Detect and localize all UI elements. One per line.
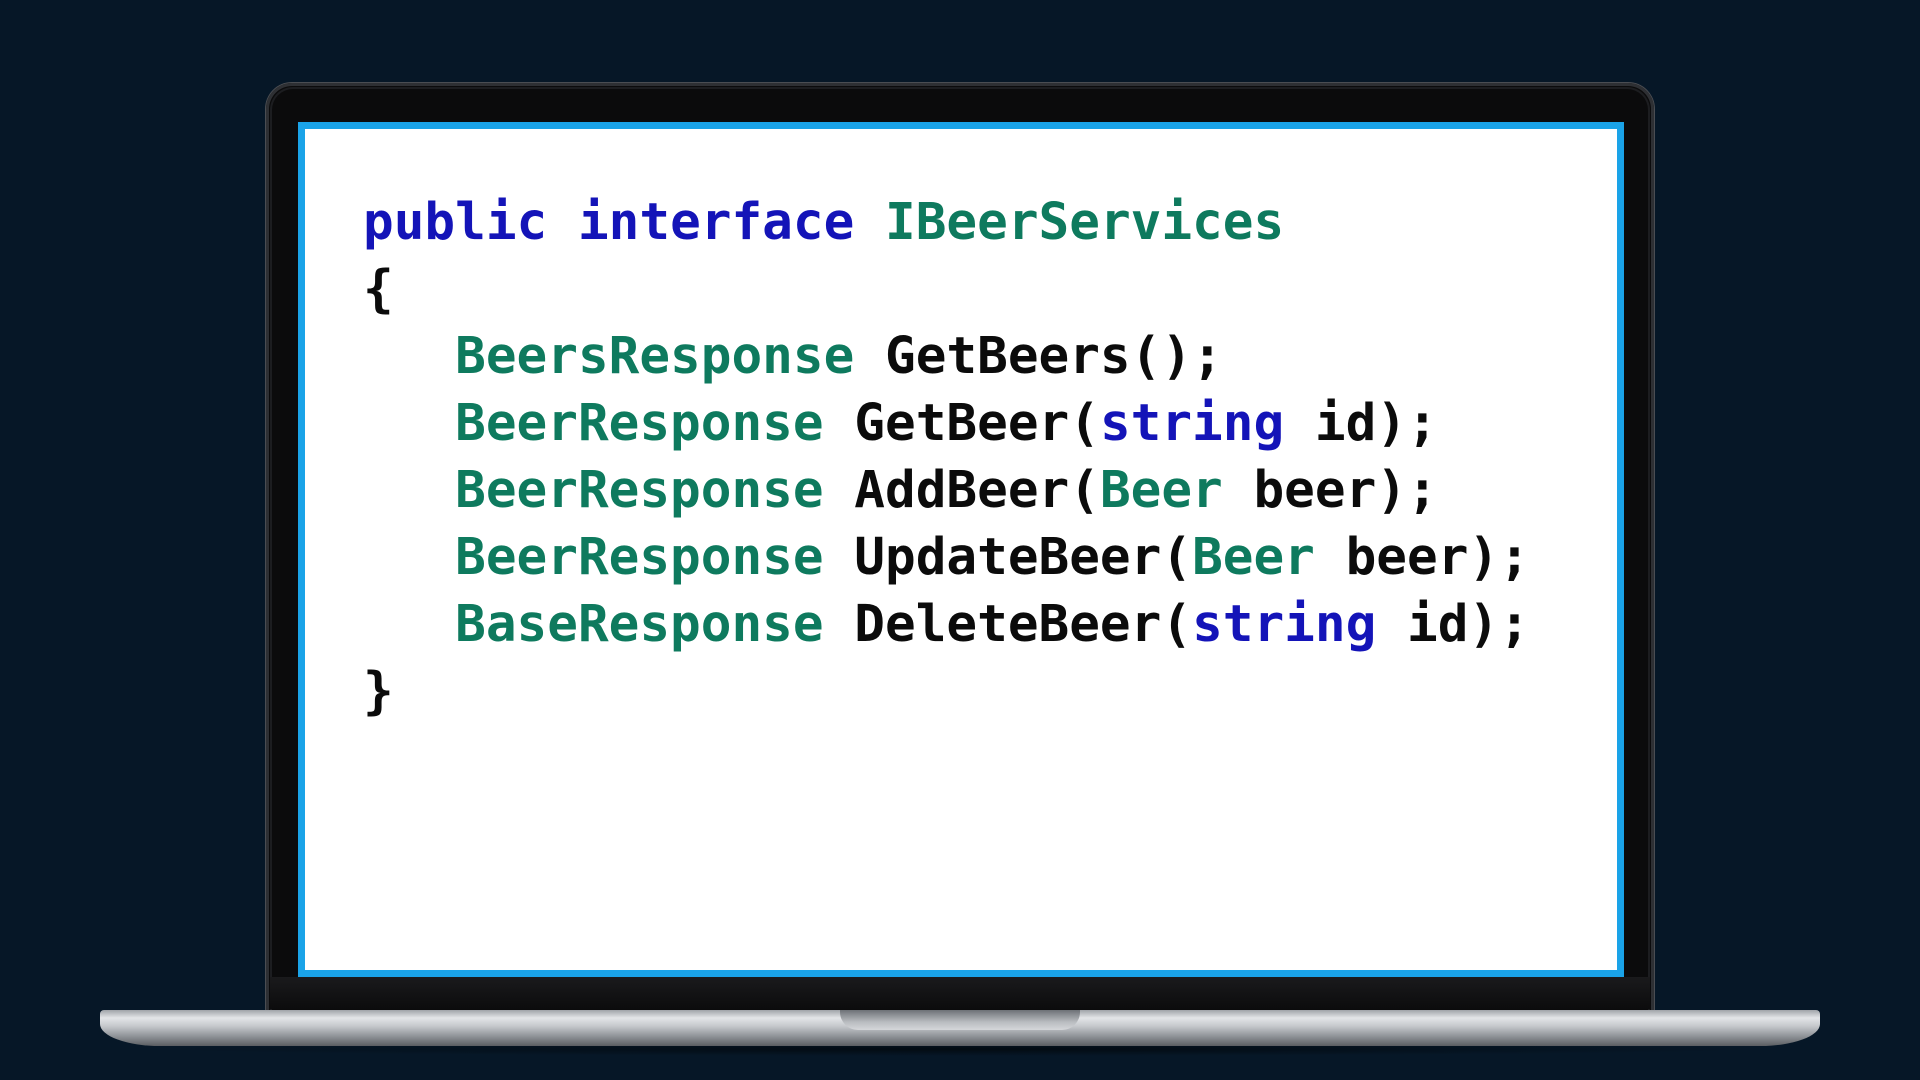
code-text: DeleteBeer( xyxy=(823,595,1193,654)
code-keyword: public xyxy=(363,193,548,252)
code-text xyxy=(363,327,455,386)
code-type-name: BeerResponse xyxy=(455,528,824,587)
code-text xyxy=(363,528,455,587)
code-line: BeerResponse UpdateBeer(Beer beer); xyxy=(363,524,1530,591)
code-text xyxy=(363,461,455,520)
code-text: UpdateBeer( xyxy=(823,528,1193,587)
code-line: BeerResponse AddBeer(Beer beer); xyxy=(363,457,1530,524)
code-type-name: BeerResponse xyxy=(455,461,824,520)
code-text xyxy=(363,595,455,654)
code-line: { xyxy=(363,256,1530,323)
laptop-screen: public interface IBeerServices{ BeersRes… xyxy=(298,122,1624,977)
code-text: } xyxy=(363,662,394,721)
code-type-name: Beer xyxy=(1099,461,1223,520)
code-text: beer); xyxy=(1314,528,1530,587)
code-line: BeerResponse GetBeer(string id); xyxy=(363,390,1530,457)
code-block: public interface IBeerServices{ BeersRes… xyxy=(363,189,1530,725)
code-text: GetBeers(); xyxy=(854,327,1223,386)
code-type-name: BeersResponse xyxy=(455,327,855,386)
code-text: id); xyxy=(1376,595,1530,654)
code-type-name: Beer xyxy=(1192,528,1315,587)
laptop-opening-notch xyxy=(840,1010,1080,1030)
code-type-name: IBeerServices xyxy=(885,193,1285,252)
code-type-name: BeerResponse xyxy=(455,394,824,453)
code-line: } xyxy=(363,658,1530,725)
laptop-bottom-bezel xyxy=(270,977,1650,1009)
code-text xyxy=(363,394,455,453)
code-keyword: string xyxy=(1099,394,1285,453)
code-keyword: interface xyxy=(577,193,855,252)
code-text xyxy=(547,193,578,252)
code-text: AddBeer( xyxy=(823,461,1100,520)
code-type-name: BaseResponse xyxy=(455,595,824,654)
code-text xyxy=(854,193,885,252)
code-keyword: string xyxy=(1192,595,1377,654)
code-text: id); xyxy=(1284,394,1438,453)
code-text: beer); xyxy=(1222,461,1438,520)
code-line: BaseResponse DeleteBeer(string id); xyxy=(363,591,1530,658)
code-text: { xyxy=(363,260,394,319)
code-text: GetBeer( xyxy=(823,394,1100,453)
code-line: public interface IBeerServices xyxy=(363,189,1530,256)
code-line: BeersResponse GetBeers(); xyxy=(363,323,1530,390)
